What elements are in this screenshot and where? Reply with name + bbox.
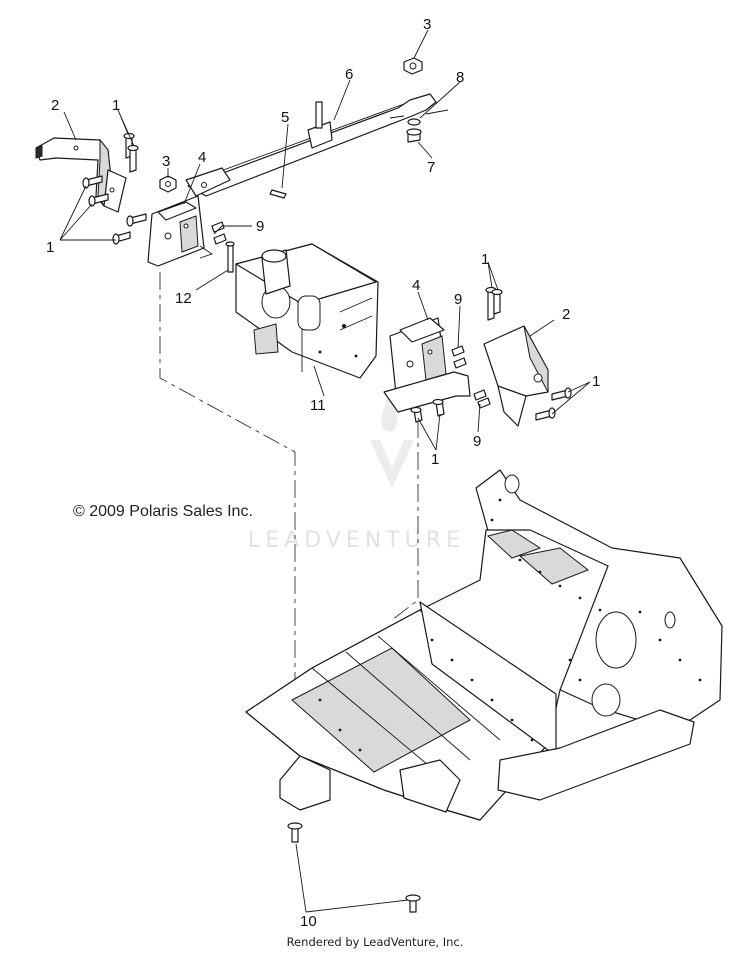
bolt (535, 407, 556, 421)
bolt (405, 894, 421, 913)
alignment-dashed-lines (159, 272, 419, 702)
callout-9-right-bottom: 9 (473, 433, 481, 450)
part-11-center-housing (235, 243, 379, 379)
callout-1-right: 1 (592, 373, 600, 390)
bolt (88, 193, 109, 207)
callout-2-right: 2 (562, 306, 570, 323)
callout-2-left: 2 (51, 97, 59, 114)
bolt (127, 144, 139, 173)
part-9-rivets-left (211, 221, 227, 245)
callout-6: 6 (345, 66, 353, 83)
callout-9-right-top: 9 (454, 291, 462, 308)
bolt (551, 387, 572, 401)
chassis-frame (245, 469, 723, 821)
part-6-steering-crossbar (185, 93, 437, 199)
callout-10: 10 (300, 913, 317, 930)
part-12-pin (225, 241, 235, 273)
callout-3-top: 3 (423, 16, 431, 33)
footer-credit: Rendered by LeadVenture, Inc. (286, 935, 464, 949)
bolt (82, 175, 103, 189)
part-2-bracket-left (35, 137, 127, 213)
part-3-nut-top (403, 57, 423, 75)
bolt (287, 822, 303, 843)
watermark-text: LEADVENTURE (248, 528, 465, 553)
part-4-bracket-left (147, 195, 214, 267)
part-3-nut-left (159, 175, 177, 193)
callout-1-top-right: 1 (481, 251, 489, 268)
leadventure-watermark: LEADVENTURE (248, 396, 465, 553)
part-2-bracket-right (483, 325, 549, 427)
callout-12: 12 (175, 290, 192, 307)
bolt (410, 406, 423, 423)
leader-lines (59, 29, 591, 913)
part-9-rivets-right (451, 345, 491, 409)
copyright-notice: © 2009 Polaris Sales Inc. (73, 503, 253, 520)
callout-7: 7 (427, 159, 435, 176)
callout-1-top-left: 1 (112, 97, 120, 114)
bolt (432, 398, 445, 417)
frame-rivet-dots (318, 498, 702, 752)
bolt (491, 288, 503, 315)
part-8-washer (389, 109, 449, 126)
callout-labels: 3 6 8 7 5 2 1 1 3 4 9 12 11 4 1 2 9 1 9 … (46, 16, 600, 930)
callout-8: 8 (456, 69, 464, 86)
part-10-bolts (287, 822, 421, 913)
callout-3-left: 3 (162, 153, 170, 170)
callout-5: 5 (281, 109, 289, 126)
callout-1-left: 1 (46, 239, 54, 256)
bolt (126, 213, 147, 227)
part-1-bolts-left (82, 132, 147, 245)
callout-4-right: 4 (412, 277, 420, 294)
callout-4-left: 4 (198, 149, 206, 166)
callout-1-bottom: 1 (431, 451, 439, 468)
callout-11: 11 (310, 397, 326, 414)
part-7-bolt (406, 128, 422, 143)
part-1-bolts-right (410, 286, 572, 423)
bolt (112, 231, 131, 245)
callout-9-left: 9 (256, 218, 264, 235)
part-4-bracket-right (383, 317, 471, 413)
